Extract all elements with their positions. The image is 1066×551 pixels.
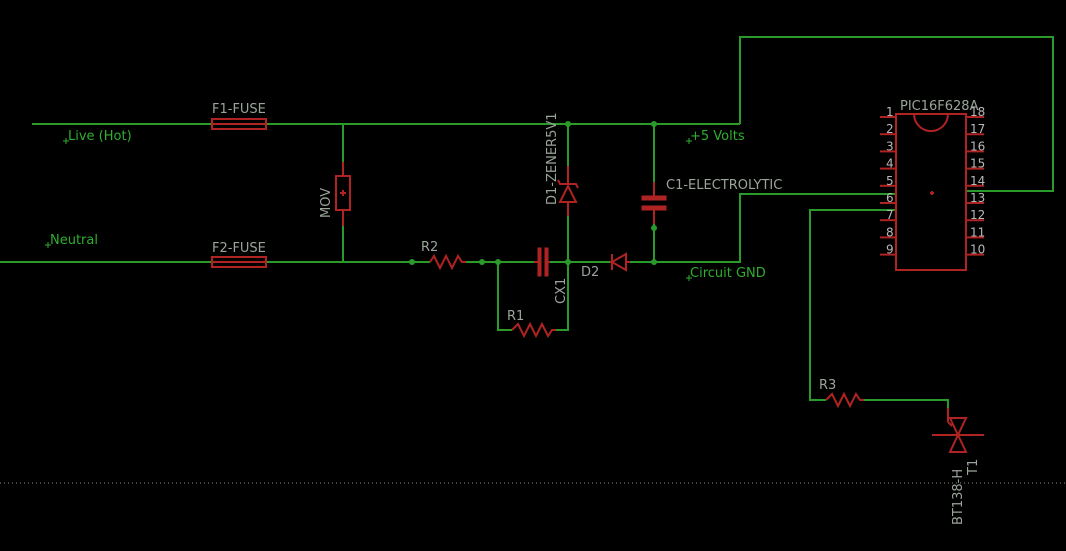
ic-pin-number: 18 bbox=[970, 105, 985, 119]
t1-triac[interactable] bbox=[932, 408, 984, 453]
junction-dot bbox=[651, 259, 657, 265]
d1-zener-diode[interactable] bbox=[557, 166, 579, 216]
junction-dot bbox=[409, 259, 415, 265]
ic-pin-number: 10 bbox=[970, 243, 985, 257]
d2-diode[interactable] bbox=[609, 252, 630, 272]
ic-name-label: PIC16F628A bbox=[900, 99, 979, 114]
c1-electrolytic-capacitor[interactable] bbox=[641, 182, 667, 224]
svg-text:Neutral: Neutral bbox=[50, 233, 98, 248]
junction-dot bbox=[495, 259, 501, 265]
wire-r1-left[interactable] bbox=[497, 262, 512, 331]
ic-pin-number: 5 bbox=[886, 174, 894, 188]
ic-pin-number: 4 bbox=[886, 157, 894, 171]
t1-name-label: T1 bbox=[966, 459, 981, 476]
d2-label: D2 bbox=[581, 265, 599, 280]
r2-label: R2 bbox=[421, 240, 438, 255]
net-label-gnd: Circuit GND bbox=[686, 266, 766, 281]
ic-pin-number: 1 bbox=[886, 105, 894, 119]
wire-r3-to-t1[interactable] bbox=[864, 399, 949, 422]
ic-pin-number: 8 bbox=[886, 225, 894, 239]
svg-text:+5 Volts: +5 Volts bbox=[690, 129, 745, 144]
r3-resistor[interactable] bbox=[825, 391, 864, 409]
net-label-plus5: +5 Volts bbox=[686, 129, 745, 144]
f2-fuse[interactable] bbox=[211, 256, 267, 268]
ic-pin-number: 7 bbox=[886, 208, 894, 222]
f1-fuse[interactable] bbox=[211, 118, 267, 130]
r3-label: R3 bbox=[819, 378, 836, 393]
ic-pin-number: 12 bbox=[970, 208, 985, 222]
svg-text:Live (Hot): Live (Hot) bbox=[68, 129, 132, 144]
ic-pin-number: 6 bbox=[886, 191, 894, 205]
r2-resistor[interactable] bbox=[429, 253, 466, 271]
ic-pin-number: 15 bbox=[970, 157, 985, 171]
r1-resistor[interactable] bbox=[511, 321, 556, 339]
c1-label: C1-ELECTROLYTIC bbox=[666, 178, 782, 193]
svg-text:Circuit GND: Circuit GND bbox=[690, 266, 766, 281]
junction-dot bbox=[565, 121, 571, 127]
f2-label: F2-FUSE bbox=[212, 241, 266, 256]
wire-gnd-to-pin5[interactable] bbox=[630, 193, 896, 263]
wire-r1-right[interactable] bbox=[556, 262, 569, 331]
wire-pin6-to-r3[interactable] bbox=[809, 209, 896, 401]
ic-pin-number: 16 bbox=[970, 139, 985, 153]
cx1-label: CX1 bbox=[554, 278, 569, 304]
ic-pin-number: 9 bbox=[886, 243, 894, 257]
junction-dot bbox=[651, 121, 657, 127]
junction-dot bbox=[565, 259, 571, 265]
r1-label: R1 bbox=[507, 309, 524, 324]
junction-dot bbox=[651, 225, 657, 231]
ic-pin-number: 13 bbox=[970, 191, 985, 205]
mov-label: MOV bbox=[319, 188, 334, 218]
ic-pin-number: 17 bbox=[970, 122, 985, 136]
net-label-neutral: Neutral bbox=[45, 233, 98, 248]
labels: F1-FUSE F2-FUSE MOV D1-ZENER5V1 C1-ELECT… bbox=[45, 99, 981, 525]
net-label-live: Live (Hot) bbox=[63, 129, 132, 144]
cx1-capacitor[interactable] bbox=[534, 247, 550, 277]
ic-pin-number: 2 bbox=[886, 122, 894, 136]
wire-plus5-to-pin14[interactable] bbox=[739, 36, 1054, 192]
junction-dot bbox=[479, 259, 485, 265]
t1-value-label: BT138-H bbox=[951, 469, 966, 525]
ic-pin-number: 11 bbox=[970, 225, 985, 239]
ic-pin-number: 3 bbox=[886, 139, 894, 153]
ic-pin-number: 14 bbox=[970, 174, 985, 188]
d1-label: D1-ZENER5V1 bbox=[545, 113, 560, 206]
f1-label: F1-FUSE bbox=[212, 102, 266, 117]
junctions bbox=[409, 121, 657, 265]
mov-varistor[interactable] bbox=[335, 162, 351, 226]
